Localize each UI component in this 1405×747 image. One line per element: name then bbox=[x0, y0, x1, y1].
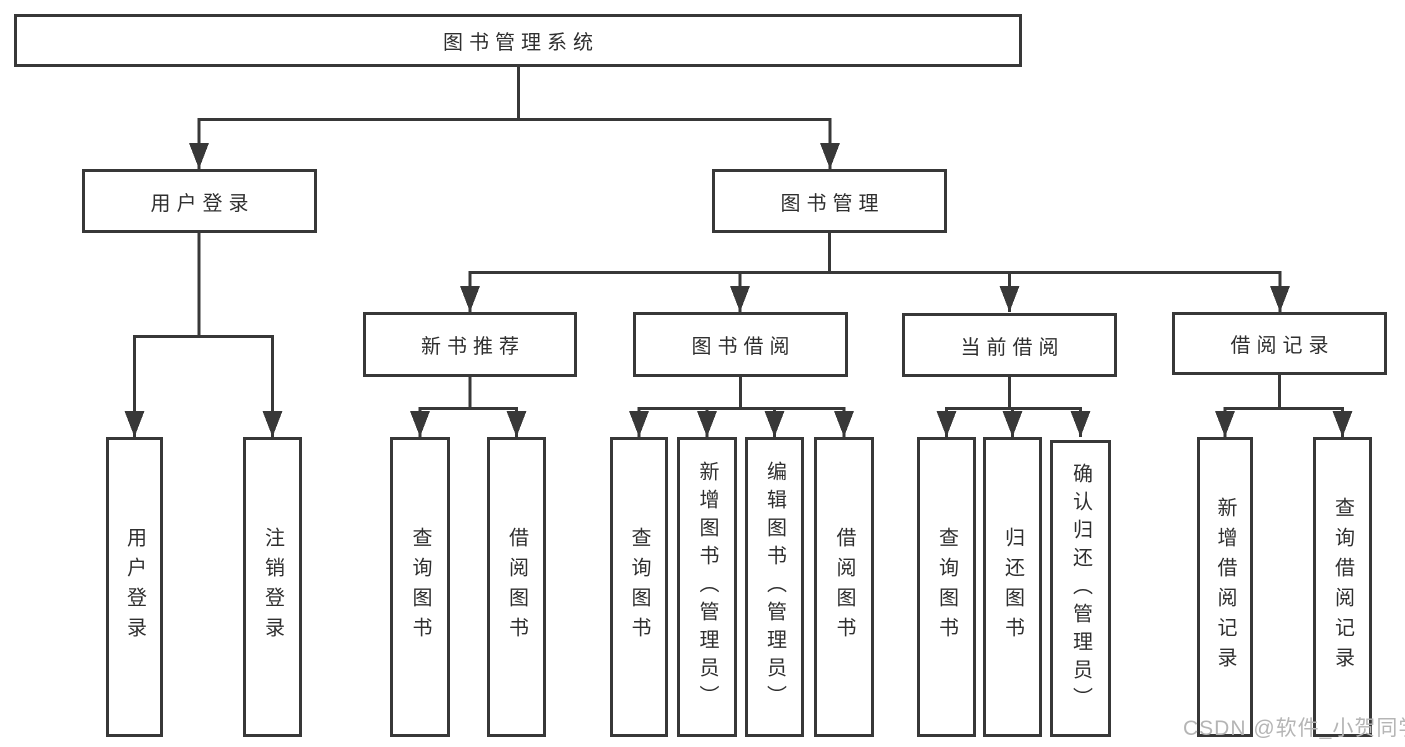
leaf-cb-confirm-return-admin: 确认归还（管理员） bbox=[1050, 440, 1111, 737]
leaf-br-add-record: 新增借阅记录 bbox=[1197, 437, 1253, 737]
leaf-user-login: 用户登录 bbox=[106, 437, 163, 737]
node-borrow-records: 借阅记录 bbox=[1172, 312, 1387, 375]
leaf-logout: 注销登录 bbox=[243, 437, 302, 737]
leaf-cb-query-books: 查询图书 bbox=[917, 437, 976, 737]
leaf-cb-return-book: 归还图书 bbox=[983, 437, 1042, 737]
connector-borrow-records bbox=[1223, 375, 1344, 410]
leaf-cb-return-book-label: 归还图书 bbox=[1001, 527, 1024, 647]
node-book-management: 图书管理 bbox=[712, 169, 947, 233]
leaf-cb-query-books-label: 查询图书 bbox=[935, 527, 958, 647]
connector-book-borrow bbox=[637, 377, 846, 410]
leaf-bb-query-books: 查询图书 bbox=[610, 437, 668, 737]
leaf-bb-add-book-admin-label: 新增图书（管理员） bbox=[696, 461, 718, 713]
leaf-nb-query-books-label: 查询图书 bbox=[409, 527, 431, 647]
leaf-br-add-record-label: 新增借阅记录 bbox=[1214, 497, 1236, 677]
leaf-bb-borrow-books-label: 借阅图书 bbox=[833, 527, 855, 647]
connector-book-branch bbox=[468, 233, 1282, 274]
leaf-user-login-label: 用户登录 bbox=[123, 527, 146, 647]
node-new-book-recommend: 新书推荐 bbox=[363, 312, 577, 377]
leaf-bb-edit-book-admin-label: 编辑图书（管理员） bbox=[763, 461, 786, 713]
connector-user-branch bbox=[133, 233, 274, 338]
leaf-logout-label: 注销登录 bbox=[261, 527, 284, 647]
connector-new-book bbox=[418, 377, 518, 410]
leaf-nb-borrow-books-label: 借阅图书 bbox=[505, 527, 528, 647]
leaf-bb-query-books-label: 查询图书 bbox=[628, 527, 650, 647]
leaf-bb-add-book-admin: 新增图书（管理员） bbox=[677, 437, 737, 737]
leaf-nb-borrow-books: 借阅图书 bbox=[487, 437, 546, 737]
leaf-br-query-record-label: 查询借阅记录 bbox=[1331, 497, 1354, 677]
node-book-borrow: 图书借阅 bbox=[633, 312, 848, 377]
connector-root-trunk bbox=[197, 67, 832, 121]
leaf-bb-edit-book-admin: 编辑图书（管理员） bbox=[745, 437, 804, 737]
leaf-bb-borrow-books: 借阅图书 bbox=[814, 437, 874, 737]
leaf-br-query-record: 查询借阅记录 bbox=[1313, 437, 1372, 737]
connector-current-borrow bbox=[945, 377, 1082, 410]
leaf-nb-query-books: 查询图书 bbox=[390, 437, 450, 737]
csdn-watermark: CSDN @软件_小贺同学 bbox=[1183, 717, 1405, 740]
node-user-login: 用户登录 bbox=[82, 169, 317, 233]
node-root: 图书管理系统 bbox=[14, 14, 1022, 67]
node-current-borrow: 当前借阅 bbox=[902, 313, 1117, 377]
leaf-cb-confirm-return-admin-label: 确认归还（管理员） bbox=[1069, 462, 1092, 715]
